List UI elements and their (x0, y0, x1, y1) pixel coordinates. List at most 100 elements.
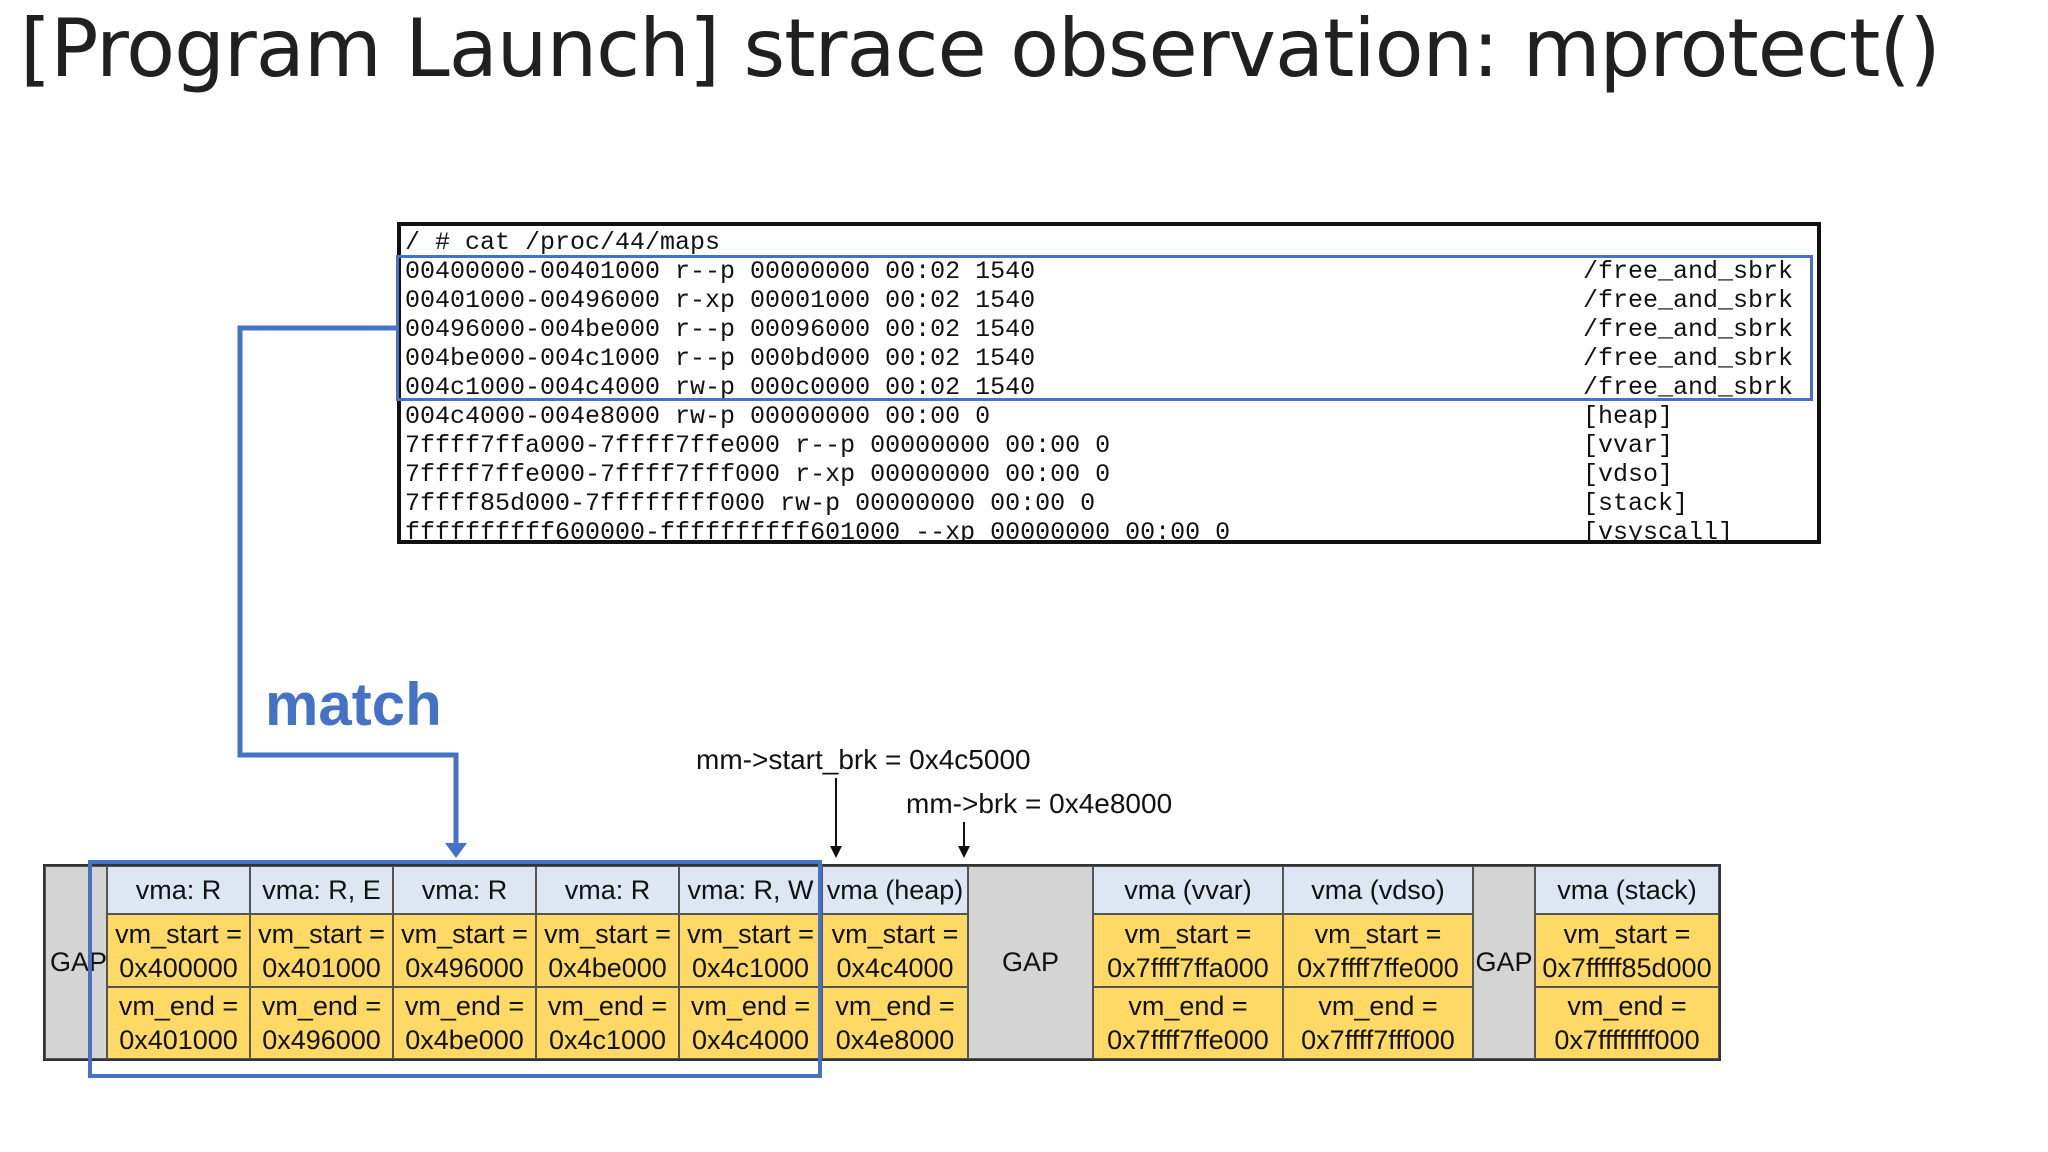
vma-table: GAP vma: R vm_start = 0x400000 vm_end = … (43, 864, 1721, 1061)
vma-start-label: vm_start = (258, 918, 385, 949)
vma-end-cell: vm_end = 0x4c4000 (679, 987, 822, 1059)
vma-start-value: 0x400000 (119, 952, 238, 983)
vma-header: vma (vdso) (1283, 866, 1473, 914)
gap-label: GAP (50, 947, 108, 977)
vma-end-label: vm_end = (1128, 991, 1248, 1021)
vma-start-label: vm_start = (831, 918, 959, 949)
vma-end-cell: vm_end = 0x7ffff7fff000 (1283, 987, 1473, 1059)
vma-end-label: vm_end = (690, 991, 811, 1021)
match-connector (237, 325, 459, 845)
vma-header: vma: R, W (679, 866, 822, 914)
gap-cell: GAP (1473, 866, 1535, 1059)
maps-line-path: [vsyscall] (1583, 518, 1734, 547)
vma-end-value: 0x401000 (119, 1025, 238, 1055)
vma-end-value: 0x7ffff7fff000 (1301, 1025, 1455, 1055)
vma-start-cell: vm_start = 0x401000 (250, 914, 393, 987)
vma-start-label: vm_start = (1563, 918, 1691, 949)
maps-line-info: 7ffff7ffa000-7ffff7ffe000 r--p 00000000 … (405, 431, 1111, 460)
vma-end-value: 0x496000 (262, 1025, 381, 1055)
maps-line-path: /free_and_sbrk (1583, 315, 1794, 344)
vma-end-cell: vm_end = 0x496000 (250, 987, 393, 1059)
maps-line-path: [vvar] (1583, 431, 1674, 460)
vma-start-value: 0x4c4000 (836, 952, 954, 983)
vma-start-label: vm_start = (687, 918, 814, 949)
brk-arrowhead (958, 846, 970, 858)
vma-end-cell: vm_end = 0x4e8000 (822, 987, 968, 1059)
vma-start-value: 0x7ffff7ffe000 (1297, 952, 1459, 983)
vma-start-cell: vm_start = 0x4be000 (536, 914, 679, 987)
vma-start-value: 0x7fffff85d000 (1542, 952, 1712, 983)
vma-header: vma: R, E (250, 866, 393, 914)
vma-end-label: vm_end = (118, 991, 239, 1021)
vma-start-label: vm_start = (115, 918, 242, 949)
maps-line-info: 00400000-00401000 r--p 00000000 00:02 15… (405, 257, 1036, 286)
vma-end-label: vm_end = (1567, 991, 1687, 1021)
vma-start-cell: vm_start = 0x496000 (393, 914, 536, 987)
vma-start-label: vm_start = (1124, 918, 1252, 949)
vma-header: vma: R (107, 866, 250, 914)
maps-line-path: [vdso] (1583, 460, 1674, 489)
start-brk-arrowhead (830, 846, 842, 858)
match-arrowhead (445, 843, 467, 858)
maps-line-info: 7ffff85d000-7ffffffff000 rw-p 00000000 0… (405, 489, 1096, 518)
vma-header: vma (heap) (822, 866, 968, 914)
maps-line-path: /free_and_sbrk (1583, 344, 1794, 373)
vma-start-value: 0x401000 (262, 952, 381, 983)
vma-end-value: 0x7ffffffff000 (1554, 1025, 1700, 1055)
maps-prompt: / # cat /proc/44/maps (405, 228, 721, 257)
vma-start-cell: vm_start = 0x7ffff7ffe000 (1283, 914, 1473, 987)
vma-end-value: 0x4e8000 (835, 1025, 955, 1055)
vma-end-value: 0x4c1000 (548, 1025, 667, 1055)
maps-line-info: 7ffff7ffe000-7ffff7fff000 r-xp 00000000 … (405, 460, 1111, 489)
vma-start-label: vm_start = (401, 918, 528, 949)
vma-end-label: vm_end = (835, 991, 955, 1021)
maps-highlight-box (396, 255, 1813, 401)
maps-line-info: 004be000-004c1000 r--p 000bd000 00:02 15… (405, 344, 1036, 373)
vma-header: vma (vvar) (1093, 866, 1283, 914)
vma-start-value: 0x7ffff7ffa000 (1107, 952, 1269, 983)
maps-line-info: 004c1000-004c4000 rw-p 000c0000 00:02 15… (405, 373, 1036, 402)
proc-maps-box: / # cat /proc/44/maps 00400000-00401000 … (397, 222, 1821, 547)
vma-end-value: 0x4c4000 (691, 1025, 810, 1055)
vma-start-value: 0x4be000 (548, 952, 667, 983)
vma-end-value: 0x7ffff7ffe000 (1107, 1025, 1269, 1055)
vma-header: vma: R (536, 866, 679, 914)
maps-line-path: [heap] (1583, 402, 1674, 431)
vma-end-cell: vm_end = 0x7ffffffff000 (1535, 987, 1719, 1059)
gap-label: GAP (1475, 947, 1533, 977)
vma-start-value: 0x496000 (405, 952, 524, 983)
gap-label: GAP (1001, 947, 1060, 977)
vma-end-label: vm_end = (1318, 991, 1438, 1021)
vma-start-cell: vm_start = 0x7ffff7ffa000 (1093, 914, 1283, 987)
brk-label: mm->brk = 0x4e8000 (906, 788, 1173, 819)
vma-start-cell: vm_start = 0x4c1000 (679, 914, 822, 987)
vma-end-label: vm_end = (547, 991, 668, 1021)
vma-end-label: vm_end = (261, 991, 382, 1021)
vma-end-label: vm_end = (404, 991, 525, 1021)
gap-cell: GAP (968, 866, 1093, 1059)
vma-start-cell: vm_start = 0x4c4000 (822, 914, 968, 987)
vma-start-label: vm_start = (1314, 918, 1442, 949)
vma-header: vma (stack) (1535, 866, 1719, 914)
page-title: [Program Launch] strace observation: mpr… (20, 2, 1941, 95)
vma-start-value: 0x4c1000 (691, 952, 810, 983)
start-brk-label: mm->start_brk = 0x4c5000 (696, 744, 1031, 775)
vma-start-cell: vm_start = 0x7fffff85d000 (1535, 914, 1719, 987)
maps-line-path: /free_and_sbrk (1583, 286, 1794, 315)
vma-highlight-box (88, 860, 822, 1078)
vma-end-cell: vm_end = 0x401000 (107, 987, 250, 1059)
gap-cell: GAP (45, 866, 107, 1059)
maps-line-path: /free_and_sbrk (1583, 257, 1794, 286)
maps-line-path: /free_and_sbrk (1583, 373, 1794, 402)
vma-header: vma: R (393, 866, 536, 914)
maps-line-path: [stack] (1583, 489, 1689, 518)
maps-line-info: ffffffffff600000-ffffffffff601000 --xp 0… (405, 518, 1231, 547)
match-label: match (265, 671, 442, 738)
vma-start-label: vm_start = (544, 918, 671, 949)
vma-end-value: 0x4be000 (405, 1025, 524, 1055)
maps-line-info: 00401000-00496000 r-xp 00001000 00:02 15… (405, 286, 1036, 315)
maps-line-info: 00496000-004be000 r--p 00096000 00:02 15… (405, 315, 1036, 344)
vma-start-cell: vm_start = 0x400000 (107, 914, 250, 987)
vma-end-cell: vm_end = 0x7ffff7ffe000 (1093, 987, 1283, 1059)
